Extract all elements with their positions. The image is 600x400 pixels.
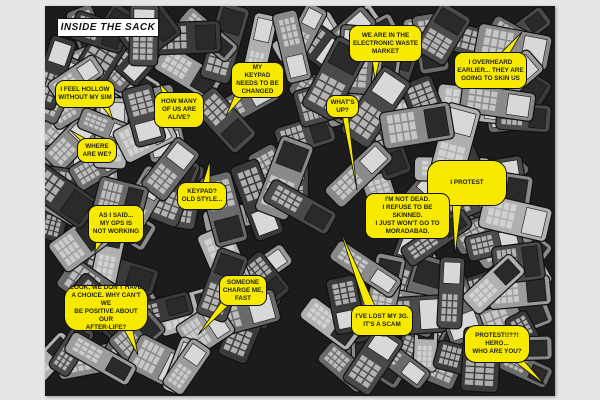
speech-bubble-hero: PROTEST!!??! HERO... WHO ARE YOU?: [464, 325, 530, 363]
phone-shape: [263, 179, 337, 235]
speech-bubble-old-style: KEYPAD? OLD STYLE...: [177, 182, 227, 210]
phone-shape: [477, 194, 553, 243]
phone-shape: [462, 253, 526, 315]
speech-bubble-where: WHERE ARE WE?: [77, 138, 117, 163]
phone-shape: [162, 338, 212, 396]
speech-bubble-lost-3g: I'VE LOST MY 3G. IT'S A SCAM: [351, 305, 413, 336]
speech-bubble-gps: AS I SAID... MY GPS IS NOT WORKING: [88, 205, 144, 243]
phone-shape: [414, 6, 471, 66]
phone-shape: [45, 159, 99, 229]
speech-bubble-overheard: I OVERHEARD EARLIER... THEY ARE GOING TO…: [454, 52, 527, 89]
speech-bubble-keypad-changed: MY KEYPAD NEEDS TO BE CHANGED: [231, 62, 284, 98]
phone-shape: [378, 101, 455, 150]
phone-shape: [436, 256, 466, 330]
phone-shape: [141, 137, 200, 202]
panel-caption-title: INSIDE THE SACK: [57, 18, 159, 37]
speech-bubble-hollow: I FEEL HOLLOW WITHOUT MY SIM: [55, 80, 115, 108]
speech-bubble-how-many: HOW MANY OF US ARE ALIVE?: [154, 92, 204, 128]
phone-shape: [64, 331, 137, 386]
speech-bubble-charge: SOMEONE CHARGE ME, FAST: [219, 275, 267, 306]
speech-bubble-market: WE ARE IN THE ELECTRONIC WASTE MARKET: [349, 25, 422, 62]
speech-bubble-choice: LOOK, WE DON'T HAVE A CHOICE. WHY CAN'T …: [64, 284, 148, 331]
speech-bubble-whats-up: WHAT'S UP?: [326, 95, 359, 118]
phone-shape: [272, 9, 313, 84]
speech-bubble-not-dead: I'M NOT DEAD. I REFUSE TO BE SKINNED. I …: [365, 193, 450, 239]
